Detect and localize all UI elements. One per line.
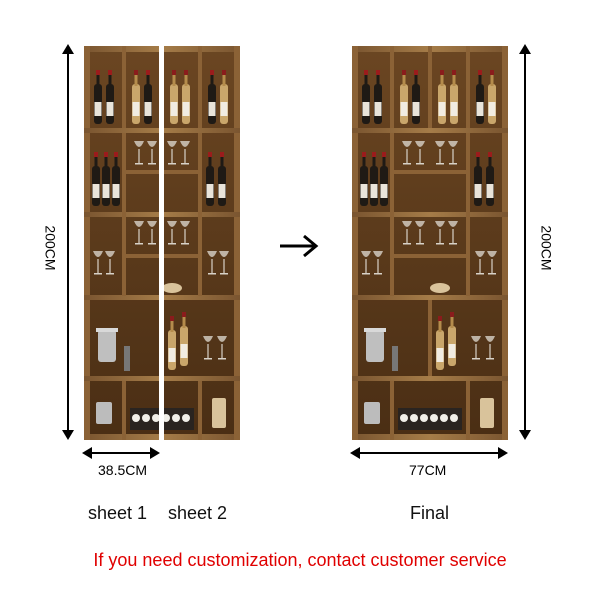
caption-sheet2: sheet 2 [168,503,228,523]
door-final-image [352,46,508,440]
customization-note: If you need customization, contact custo… [93,550,507,570]
width-label-final: 77CM [409,462,447,478]
height-arrow-left [62,44,74,440]
height-arrow-right [519,44,531,440]
width-arrow-final [350,447,508,459]
caption-final: Final [410,503,450,523]
width-label-sheet: 38.5CM [98,462,148,478]
height-label-right: 200CM [538,225,555,271]
caption-sheet1: sheet 1 [88,503,148,523]
width-arrow-sheet [82,447,160,459]
height-label-left: 200CM [42,225,59,271]
sheet-divider [159,46,164,440]
right-arrow-icon [280,234,319,258]
